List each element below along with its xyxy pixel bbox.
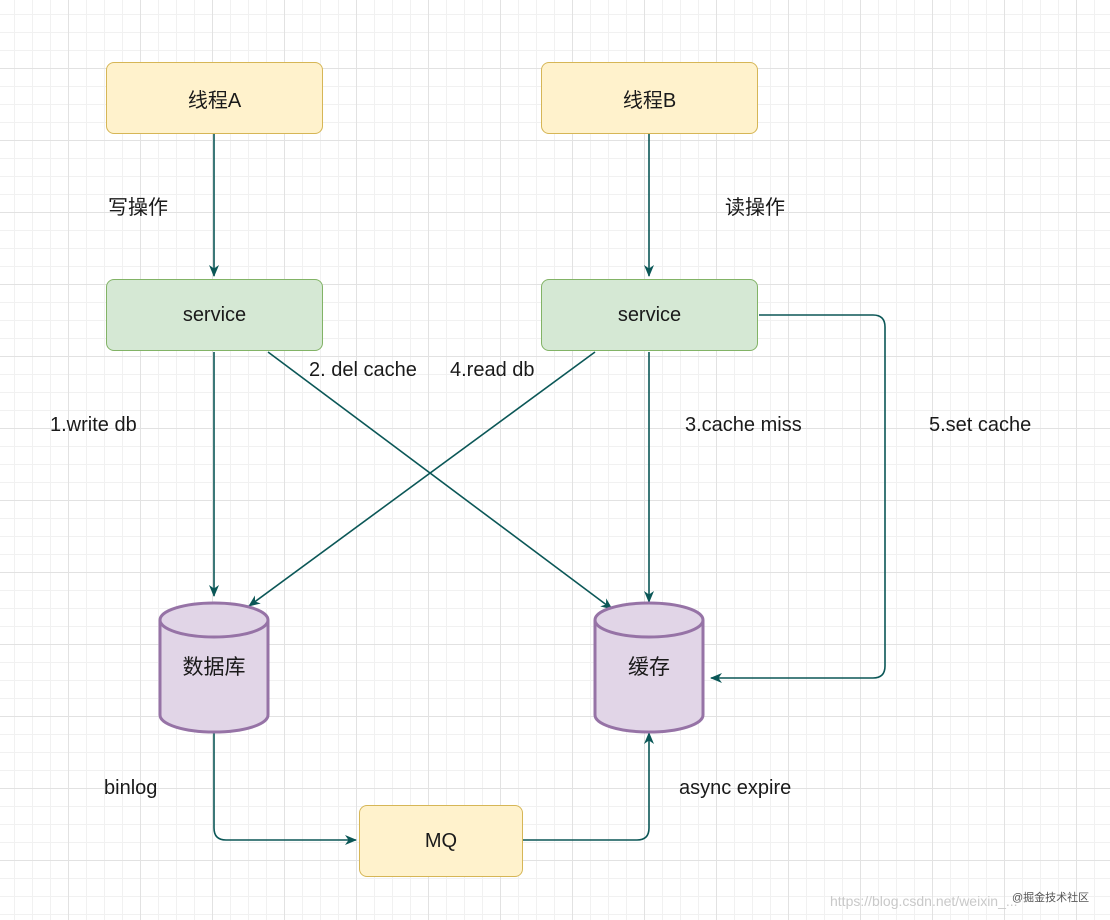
thread-a-box: 线程A [106, 62, 323, 134]
service-a-label: service [182, 303, 247, 326]
watermark-community: @掘金技术社区 [1012, 892, 1090, 904]
service-b-label: service [617, 303, 682, 326]
edge-read-db [248, 351, 596, 607]
cache-label: 缓存 [628, 656, 670, 679]
write-db-label: 1.write db [50, 414, 137, 436]
thread-a-label: 线程A [187, 89, 242, 112]
binlog-label: binlog [104, 777, 158, 799]
service-b-box: service [541, 279, 758, 351]
edge-binlog [213, 733, 357, 845]
cache-cylinder [593, 601, 705, 734]
thread-b-box: 线程B [541, 62, 758, 134]
del-cache-label: 2. del cache [309, 359, 417, 381]
service-a-box: service [106, 279, 323, 351]
edge-del-cache [267, 351, 613, 610]
write-op-label: 写操作 [108, 197, 168, 219]
read-op-label: 读操作 [725, 197, 785, 219]
set-cache-label: 5.set cache [929, 414, 1032, 436]
database-label: 数据库 [182, 656, 246, 679]
cache-miss-label: 3.cache miss [685, 414, 802, 436]
thread-b-label: 线程B [622, 89, 677, 112]
mq-label: MQ [424, 829, 458, 852]
watermark-url: https://blog.csdn.net/weixin_... [830, 893, 1018, 909]
async-expire-label: async expire [679, 777, 792, 799]
read-db-label: 4.read db [450, 359, 535, 381]
edge-async-expire [523, 732, 654, 841]
database-cylinder [158, 601, 270, 734]
mq-box: MQ [359, 805, 523, 877]
edge-set-cache [710, 314, 886, 683]
